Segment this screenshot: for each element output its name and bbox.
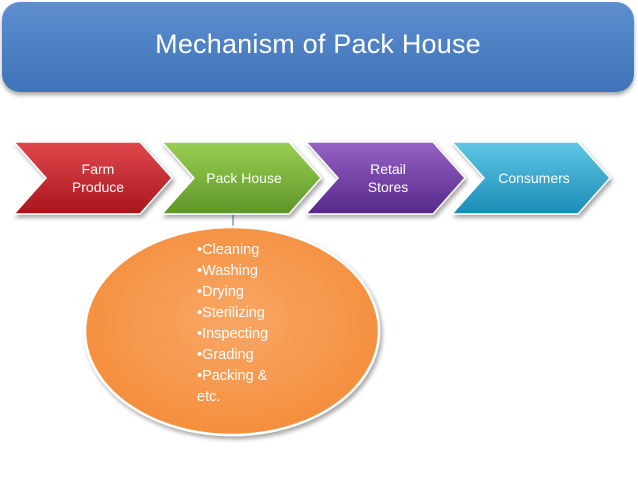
activities-bubble: [83, 225, 381, 437]
activity-item: •Drying: [197, 284, 244, 300]
title-banner: Mechanism of Pack House: [2, 2, 634, 92]
activities-list: •Cleaning •Washing •Drying •Sterilizing …: [197, 240, 307, 408]
chevron-consumers: [450, 141, 612, 215]
activity-item: •Grading: [197, 347, 254, 363]
step-label-consumers: Consumers: [498, 170, 570, 186]
chevron-pack-house: [160, 141, 323, 215]
activity-item: •Cleaning: [197, 242, 260, 258]
activity-item: •Washing: [197, 263, 258, 279]
page-title: Mechanism of Pack House: [155, 28, 481, 59]
step-label-pack-house: Pack House: [206, 170, 282, 186]
chevron-retail-stores: [304, 141, 467, 215]
step-label-farm-produce: Farm Produce: [71, 161, 125, 195]
chevron-farm-produce: [12, 141, 174, 215]
activity-item: •Inspecting: [197, 326, 269, 342]
activity-item: •Packing & etc.: [197, 368, 268, 405]
activity-item: •Sterilizing: [197, 305, 265, 321]
step-label-retail-stores: Retail Stores: [367, 161, 409, 195]
